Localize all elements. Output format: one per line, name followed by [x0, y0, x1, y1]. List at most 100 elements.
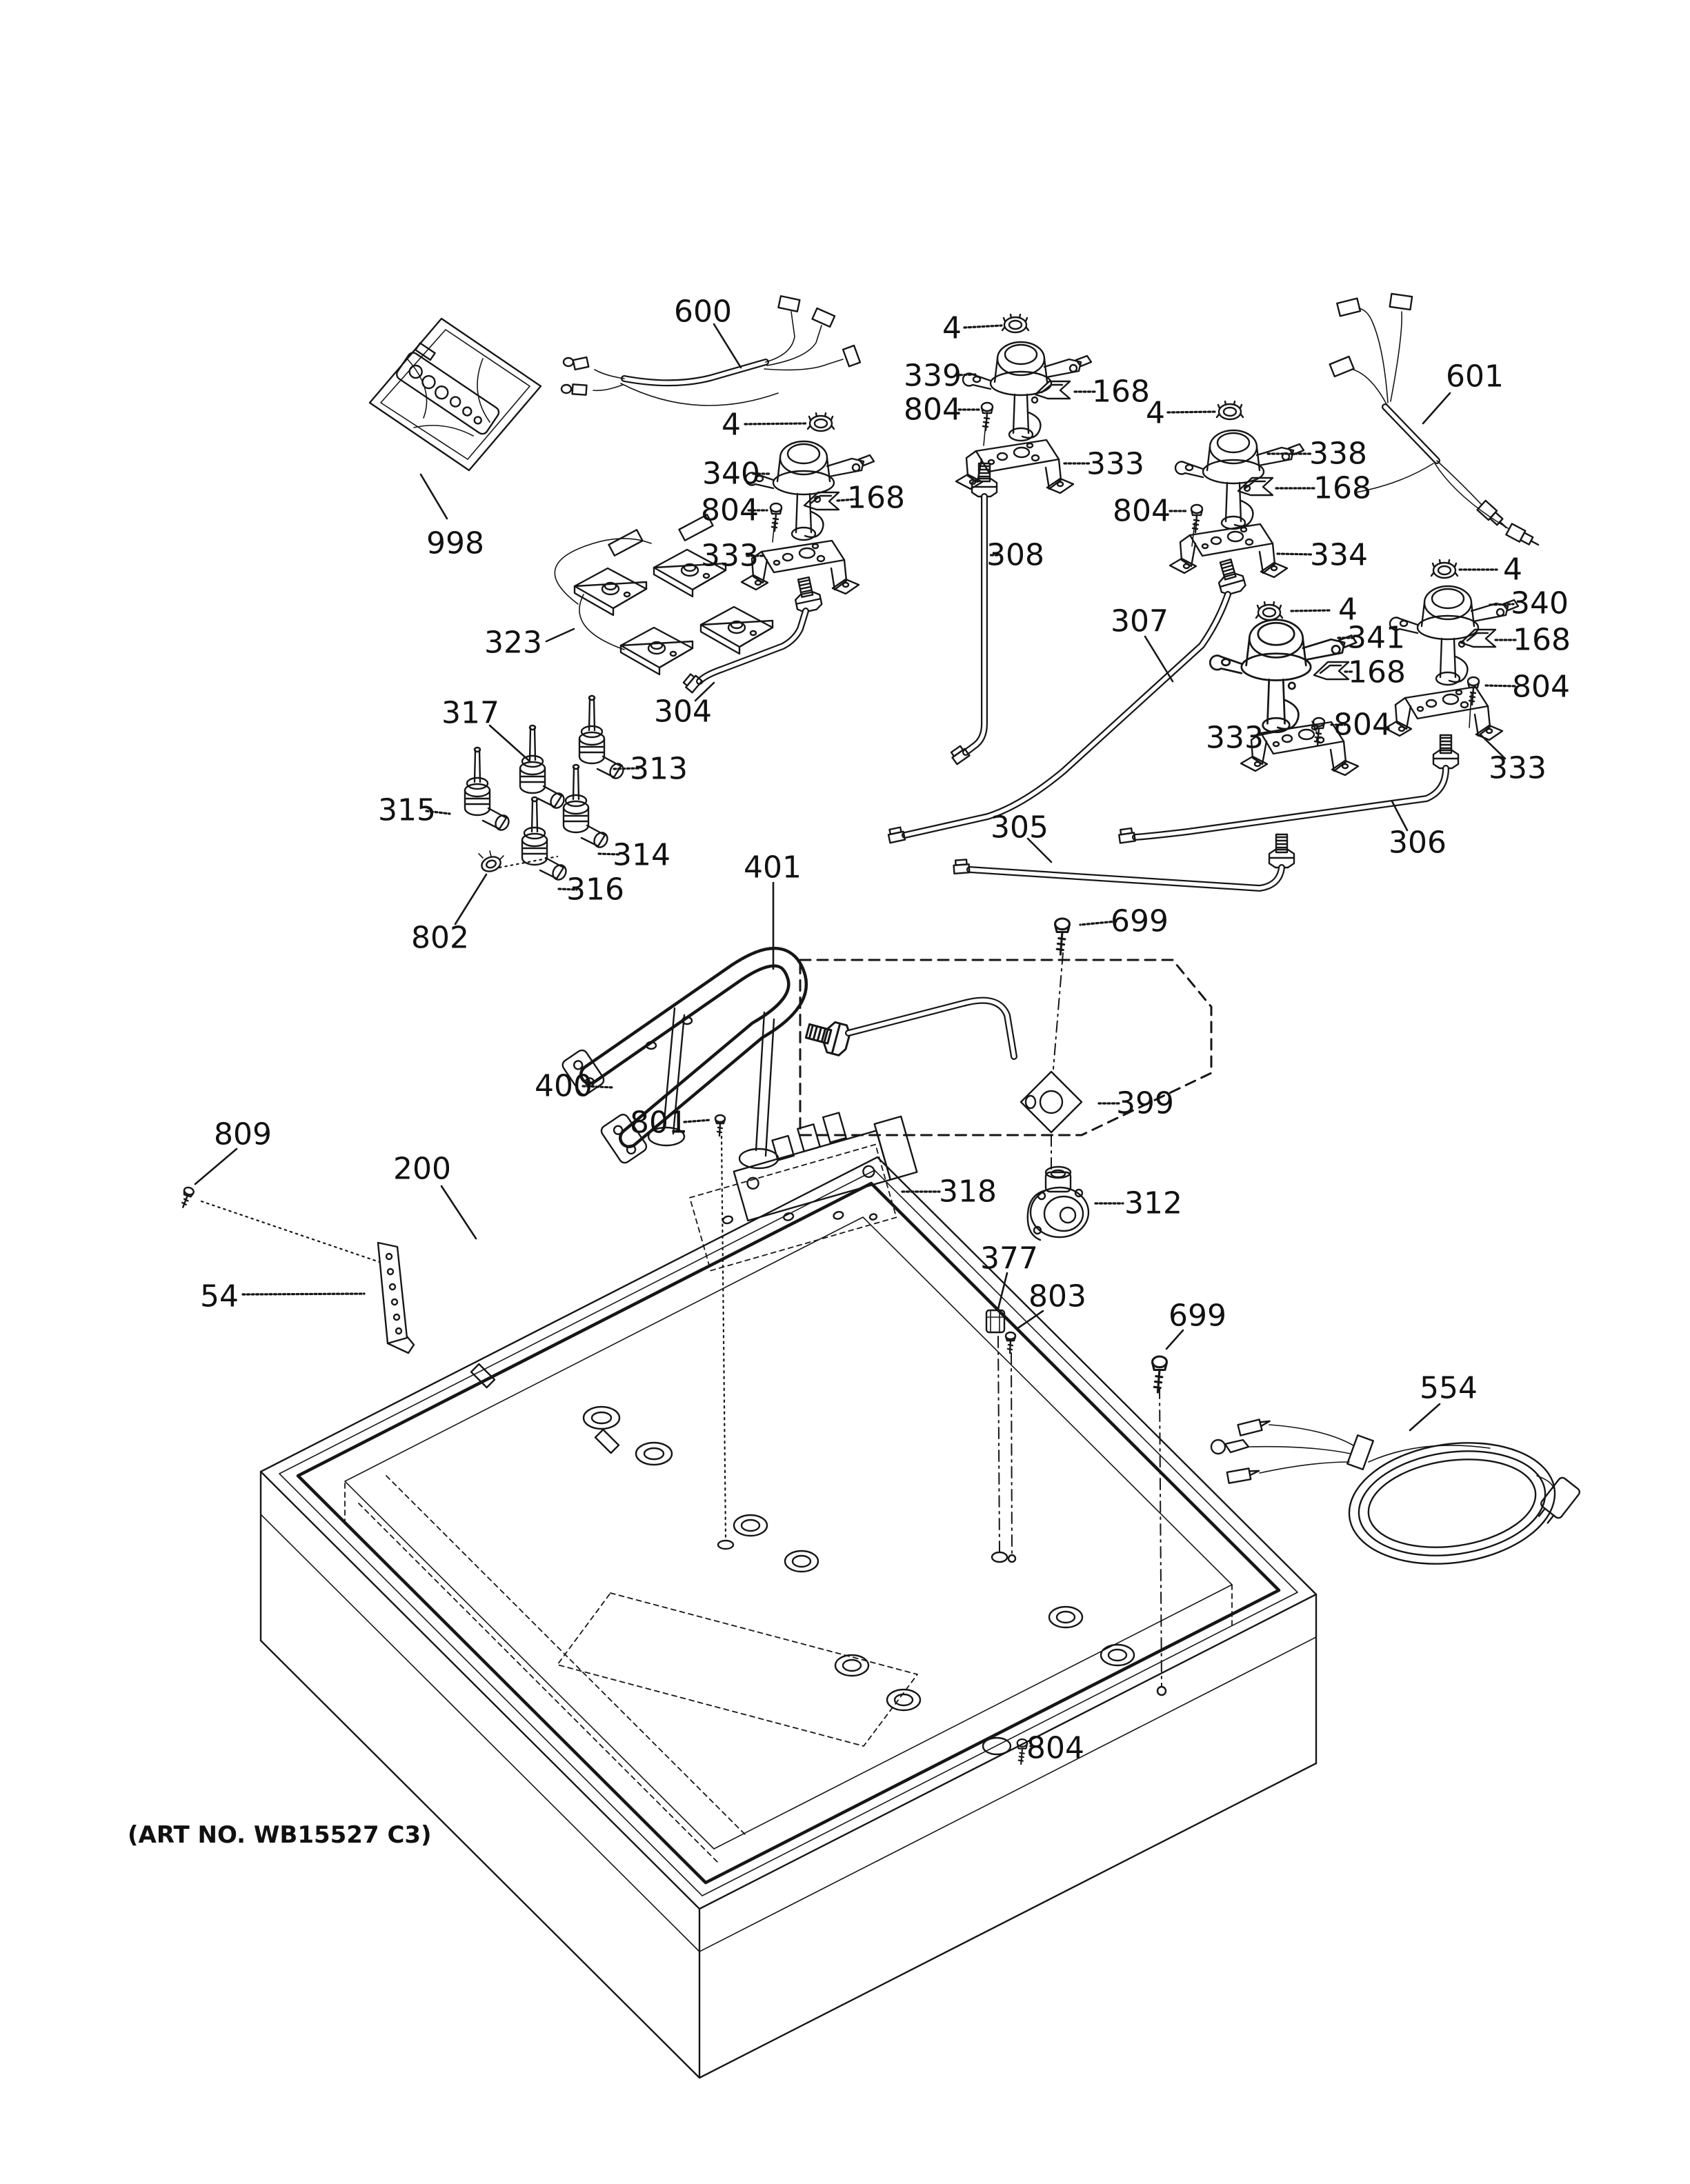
- drawing-screw-801: [714, 1114, 735, 1550]
- drawing-valve-317: [519, 724, 568, 812]
- drawing-regulator-312: [1026, 1165, 1090, 1241]
- part-label-333-b: 333: [701, 539, 759, 574]
- drawing-valve-316: [521, 796, 570, 883]
- drawing-tube-306: [1117, 734, 1460, 844]
- part-label-803: 803: [1028, 1279, 1086, 1314]
- drawing-maintop-200: [259, 1156, 1318, 2079]
- part-label-313: 313: [630, 752, 688, 787]
- part-label-804-f: 804: [1026, 1731, 1084, 1766]
- part-label-333-e: 333: [1489, 751, 1547, 786]
- part-label-308: 308: [986, 538, 1044, 573]
- drawing-screw-809: [178, 1185, 381, 1263]
- drawing-nut-4-c: [1215, 400, 1244, 421]
- part-label-804-a: 804: [904, 392, 962, 428]
- drawing-spark-modules-323: [554, 514, 774, 676]
- part-label-401: 401: [744, 850, 802, 885]
- drawing-nut-4-e: [1430, 559, 1459, 579]
- part-label-316: 316: [566, 872, 624, 908]
- part-label-339: 339: [904, 359, 962, 394]
- part-label-802: 802: [411, 921, 469, 956]
- part-label-333-a: 333: [1086, 447, 1144, 482]
- drawing-switch-377: [985, 1309, 1008, 1563]
- part-label-305: 305: [991, 810, 1048, 845]
- part-label-601: 601: [1446, 359, 1504, 394]
- drawing-valve-314: [562, 763, 611, 851]
- drawing-nut-4-b: [806, 412, 835, 432]
- part-label-318: 318: [939, 1174, 997, 1210]
- drawing-literature-kit-998: [368, 317, 542, 472]
- part-label-200: 200: [393, 1152, 451, 1187]
- part-label-323: 323: [484, 625, 542, 661]
- part-label-804-e: 804: [1512, 670, 1570, 705]
- drawing-bracket-54: [377, 1241, 415, 1354]
- drawing-screw-804-b: [769, 502, 783, 532]
- part-label-804-c: 804: [1113, 494, 1171, 529]
- drawing-plate-399: [1020, 952, 1083, 1172]
- part-label-809: 809: [214, 1117, 272, 1152]
- part-label-168-d: 168: [1348, 655, 1406, 690]
- drawing-screw-699-a: [1054, 917, 1071, 956]
- part-label-341: 341: [1347, 621, 1405, 656]
- drawing-harness-600: [560, 295, 862, 406]
- drawing-burner-338: [1174, 429, 1305, 530]
- part-label-334: 334: [1310, 538, 1368, 573]
- drawing-grommet-802: [478, 850, 559, 872]
- art-number: (ART NO. WB15527 C3): [128, 1821, 432, 1849]
- part-label-168-c: 168: [1313, 471, 1371, 506]
- drawing-tube-304: [681, 574, 824, 694]
- part-label-315: 315: [378, 793, 436, 828]
- drawing-screw-803: [1004, 1331, 1017, 1563]
- drawing-nut-4-a: [1001, 313, 1030, 334]
- part-label-554: 554: [1420, 1371, 1478, 1406]
- part-label-4-a: 4: [942, 311, 962, 346]
- part-label-168-b: 168: [847, 481, 905, 516]
- part-label-400: 400: [535, 1069, 593, 1104]
- part-label-4-e: 4: [1503, 552, 1522, 588]
- part-label-600: 600: [674, 294, 732, 330]
- drawing-clip-168-d: [1313, 661, 1350, 681]
- part-label-304: 304: [654, 694, 712, 730]
- part-label-4-b: 4: [722, 408, 741, 443]
- part-label-333-d: 333: [1206, 721, 1264, 756]
- part-label-699-a: 699: [1111, 904, 1169, 939]
- drawing-igniter-318: [689, 1112, 918, 1272]
- part-label-340-e: 340: [1511, 586, 1569, 621]
- part-label-4-c: 4: [1146, 396, 1165, 431]
- part-label-801: 801: [630, 1105, 688, 1141]
- part-label-804-b: 804: [701, 493, 759, 528]
- drawing-bracket-333-a: [955, 439, 1075, 494]
- part-label-4-d: 4: [1338, 592, 1358, 628]
- drawing-tube-308: [948, 462, 998, 765]
- part-label-377: 377: [980, 1241, 1038, 1276]
- drawing-valve-315: [464, 746, 513, 834]
- part-label-399: 399: [1116, 1086, 1174, 1121]
- drawing-harness-601: [1329, 292, 1540, 546]
- drawing-tube-305: [952, 833, 1295, 892]
- part-label-804-d: 804: [1333, 708, 1391, 743]
- drawing-screw-804-c: [1190, 503, 1204, 534]
- part-label-998: 998: [426, 526, 484, 561]
- part-label-168-e: 168: [1513, 623, 1571, 658]
- drawing-nut-4-d: [1255, 601, 1284, 621]
- part-label-699-b: 699: [1169, 1299, 1226, 1334]
- part-label-54: 54: [200, 1279, 239, 1314]
- drawing-clip-168-e: [1460, 628, 1497, 648]
- part-label-338: 338: [1309, 437, 1367, 472]
- drawing-screw-804-a: [980, 401, 994, 432]
- part-label-306: 306: [1389, 825, 1447, 861]
- part-label-312: 312: [1124, 1186, 1182, 1221]
- part-label-340-b: 340: [702, 457, 760, 492]
- part-label-314: 314: [613, 838, 670, 873]
- part-label-317: 317: [441, 696, 499, 731]
- leader-lines: [194, 323, 1518, 1748]
- drawing-clip-168-a: [1034, 380, 1071, 400]
- part-label-307: 307: [1111, 604, 1169, 639]
- drawing-manifold-400: [561, 947, 808, 1170]
- drawing-tube-307: [886, 557, 1248, 844]
- drawing-screw-699-b: [1151, 1355, 1168, 1696]
- part-label-168-a: 168: [1092, 374, 1150, 410]
- drawing-bracket-333-e: [1384, 685, 1504, 741]
- drawing-harness-554: [1210, 1419, 1580, 1565]
